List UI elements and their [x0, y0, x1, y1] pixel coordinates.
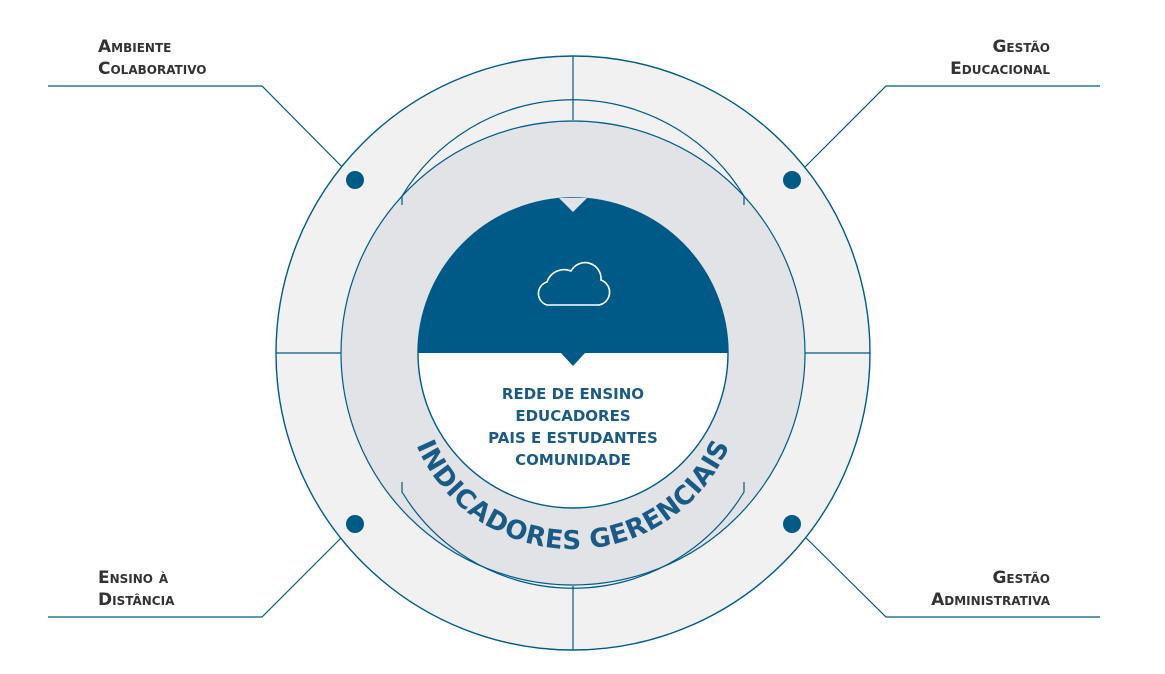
label-top-left[interactable]: Ambiente Colaborativo — [98, 37, 206, 79]
label-bottom-left-line-2: Distância — [98, 590, 175, 610]
label-top-right[interactable]: Gestão Educacional — [950, 37, 1050, 79]
label-top-left-line-2: Colaborativo — [98, 59, 206, 79]
label-top-right-line-1: Gestão — [992, 37, 1050, 57]
cloud-icon — [537, 261, 611, 306]
middle-ring-notch-outline-bottom — [401, 482, 745, 589]
center-text-group: REDE DE ENSINO EDUCADORES PAIS E ESTUDAN… — [488, 385, 658, 469]
node-dot-top-right[interactable] — [783, 171, 801, 189]
connector-bottom-left — [48, 523, 356, 618]
label-top-left-line-1: Ambiente — [98, 37, 171, 57]
label-bottom-right[interactable]: Gestão Administrativa — [931, 568, 1051, 610]
label-top-right-line-2: Educacional — [950, 59, 1050, 79]
top-notch — [559, 198, 587, 212]
center-line-2: EDUCADORES — [515, 407, 630, 425]
center-line-4: COMUNIDADE — [515, 451, 631, 469]
node-dot-bottom-right[interactable] — [783, 515, 801, 533]
label-bottom-right-line-2: Administrativa — [931, 590, 1051, 610]
connector-top-left — [48, 85, 356, 181]
label-bottom-left[interactable]: Ensino à Distância — [98, 568, 175, 610]
connector-top-right — [791, 85, 1100, 181]
connector-lines — [48, 85, 1100, 618]
divider-pointer — [561, 353, 585, 366]
center-line-1: REDE DE ENSINO — [502, 385, 644, 403]
node-dot-bottom-left[interactable] — [346, 515, 364, 533]
connector-bottom-right — [791, 523, 1100, 618]
middle-ring-notch-outline — [401, 99, 745, 205]
label-bottom-right-line-1: Gestão — [992, 568, 1050, 588]
node-dot-top-left[interactable] — [346, 171, 364, 189]
center-line-3: PAIS E ESTUDANTES — [488, 429, 658, 447]
quadrant-dividers — [276, 56, 870, 650]
label-bottom-left-line-1: Ensino à — [98, 568, 169, 588]
